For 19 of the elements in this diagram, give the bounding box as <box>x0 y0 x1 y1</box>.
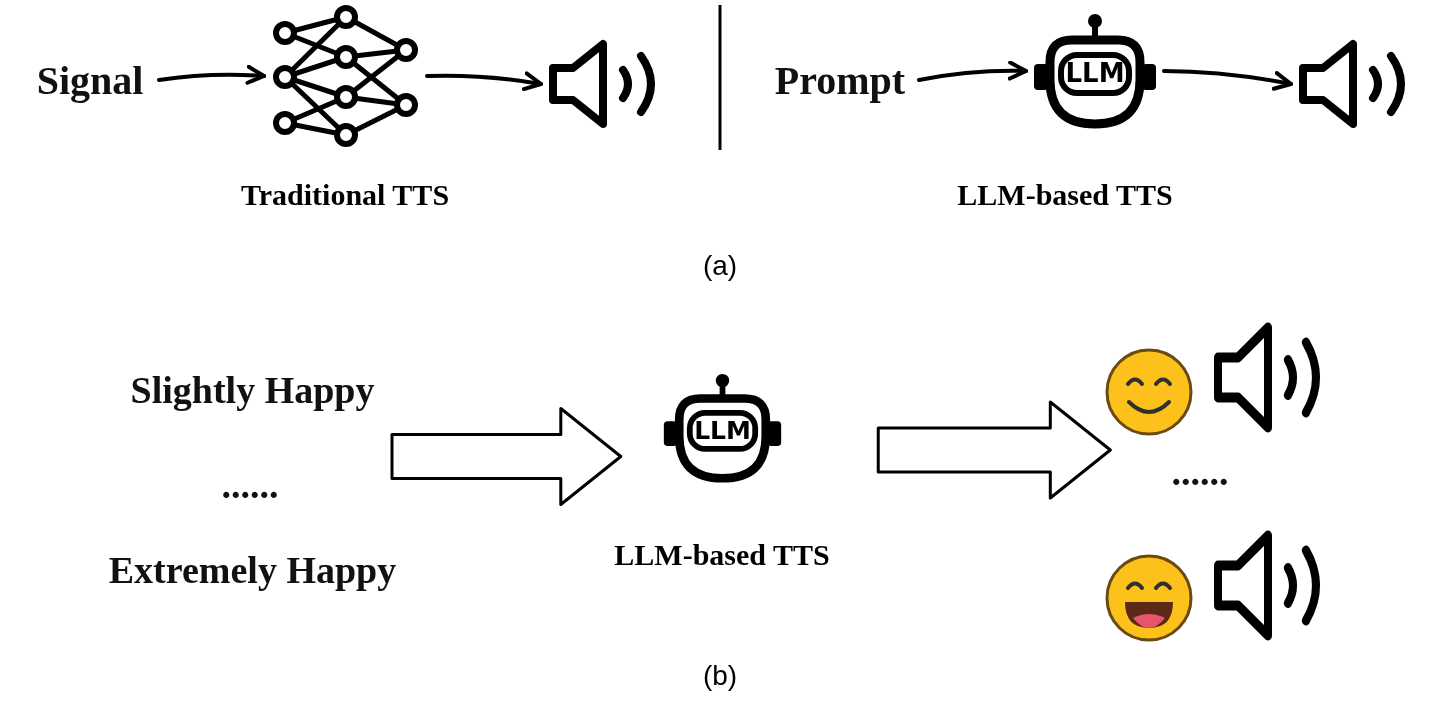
text-label: Prompt <box>765 55 915 105</box>
arrow <box>1162 69 1293 91</box>
caption-text: LLM-based TTS <box>614 538 830 572</box>
caption-text: LLM-based TTS <box>957 178 1173 212</box>
arrow <box>917 60 1028 82</box>
block-arrow <box>876 400 1112 500</box>
text-label: Signal <box>25 55 155 105</box>
panel-label: (b) <box>702 660 738 692</box>
text-label: Slightly Happy <box>105 365 400 415</box>
arrow <box>425 71 543 92</box>
icon-text: LLM <box>694 415 751 445</box>
panel-label: (a) <box>702 250 738 282</box>
block-arrow <box>390 407 623 506</box>
text-label: ...... <box>1150 452 1250 492</box>
arrow <box>157 64 266 85</box>
caption-text: Traditional TTS <box>240 178 450 212</box>
text-label: Extremely Happy <box>85 545 420 595</box>
icon-text: LLM <box>1065 58 1125 89</box>
text-label: ...... <box>200 465 300 505</box>
